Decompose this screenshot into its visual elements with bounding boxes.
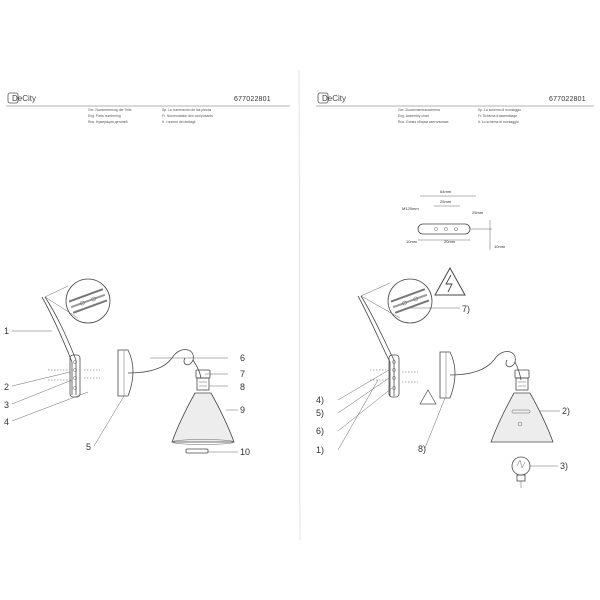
left-hook-arm <box>127 349 194 374</box>
left-callout-9: 9 <box>240 405 245 415</box>
left-header-1-b: Fr. Numérotation des composants <box>162 114 213 118</box>
dim-right: 20mm <box>444 239 456 244</box>
left-socket <box>196 377 210 391</box>
right-socket <box>515 377 529 391</box>
bulb-icon <box>511 456 531 488</box>
left-header-2-b: It. I numeri dei dettagli <box>162 120 196 124</box>
right-header-1-a: Eng. Assembly chart <box>398 114 429 118</box>
mounting-bar-outline <box>417 223 471 235</box>
dim-top-width: 64mm <box>440 189 452 194</box>
right-callout-2: 2) <box>562 406 570 416</box>
left-callout-4: 4 <box>4 417 9 427</box>
right-header-2-a: Rus. Схема сборки светильника <box>398 120 449 124</box>
right-logo: DeCity <box>317 92 346 104</box>
left-ring <box>185 448 209 454</box>
left-arm-curve <box>44 296 77 395</box>
right-page: DeCity 677022801 Ger. Zusammenbauschema … <box>316 92 594 488</box>
dim-left: 10mm <box>406 239 418 244</box>
left-product-code: 677022801 <box>234 96 271 103</box>
right-detail-magnifier <box>360 278 433 324</box>
brand-name-right: DeCity <box>322 94 346 103</box>
right-callout-4: 4) <box>316 395 324 405</box>
right-socket-ring <box>514 369 530 379</box>
left-header-2-a: Rus. Нумерация деталей <box>88 120 128 124</box>
brand-name: DeCity <box>12 94 36 103</box>
left-callout-6: 6 <box>240 353 245 363</box>
left-callout-10: 10 <box>240 447 250 457</box>
small-warning-icon <box>419 389 437 405</box>
left-header-0-b: Sp. La numeración de las piezas <box>162 108 211 112</box>
left-page: DeCity 677022801 Ger. Nummerierung der T… <box>4 92 290 457</box>
right-header-2-b: It. Lo schema di montaggio <box>478 120 519 124</box>
right-header-1-b: Fr. Schéma d'assemblage <box>478 114 517 118</box>
left-callout-7: 7 <box>240 369 245 379</box>
page-fold <box>298 69 301 541</box>
dim-offset: 25mm <box>472 210 484 215</box>
left-canopy <box>117 349 134 397</box>
left-callout-5: 5 <box>86 442 91 452</box>
right-callout-8: 8) <box>418 444 426 454</box>
dim-bolt: M120mm <box>402 206 419 211</box>
right-canopy <box>439 351 456 399</box>
dim-height: 10mm <box>494 244 506 249</box>
right-mounting-plate <box>388 354 400 398</box>
logo-mark-icon <box>7 92 19 104</box>
left-shade <box>171 392 235 443</box>
right-header-0-a: Ger. Zusammenbauschema <box>398 108 440 112</box>
right-callout-1: 1) <box>316 445 324 455</box>
right-header-0-b: Sp. La schema di montaggio <box>478 108 521 112</box>
right-callout-5: 5) <box>316 408 324 418</box>
left-detail-magnifier <box>44 278 111 324</box>
dim-inner-width: 25mm <box>440 199 452 204</box>
right-product-code: 677022801 <box>549 96 586 103</box>
logo-mark-icon <box>317 92 329 104</box>
left-callout-8: 8 <box>240 382 245 392</box>
right-hook-arm <box>449 351 516 376</box>
right-callout-7: 7) <box>462 304 470 314</box>
left-logo: DeCity <box>7 92 36 104</box>
electric-warning-icon <box>434 266 466 296</box>
left-callout-2: 2 <box>4 382 9 392</box>
right-arm-curve <box>360 295 395 396</box>
left-header-1-a: Eng. Parts numbering <box>88 114 121 118</box>
right-callout-6: 6) <box>316 426 324 436</box>
left-callout-3: 3 <box>4 400 9 410</box>
right-shade <box>490 392 554 443</box>
right-callout-3: 3) <box>560 461 568 471</box>
left-header-0-a: Ger. Nummerierung der Teile <box>88 108 132 112</box>
left-callout-1: 1 <box>4 326 9 336</box>
mounting-dimension-drawing: 64mm 25mm M120mm 25mm 10mm 20mm 10mm <box>402 189 506 250</box>
